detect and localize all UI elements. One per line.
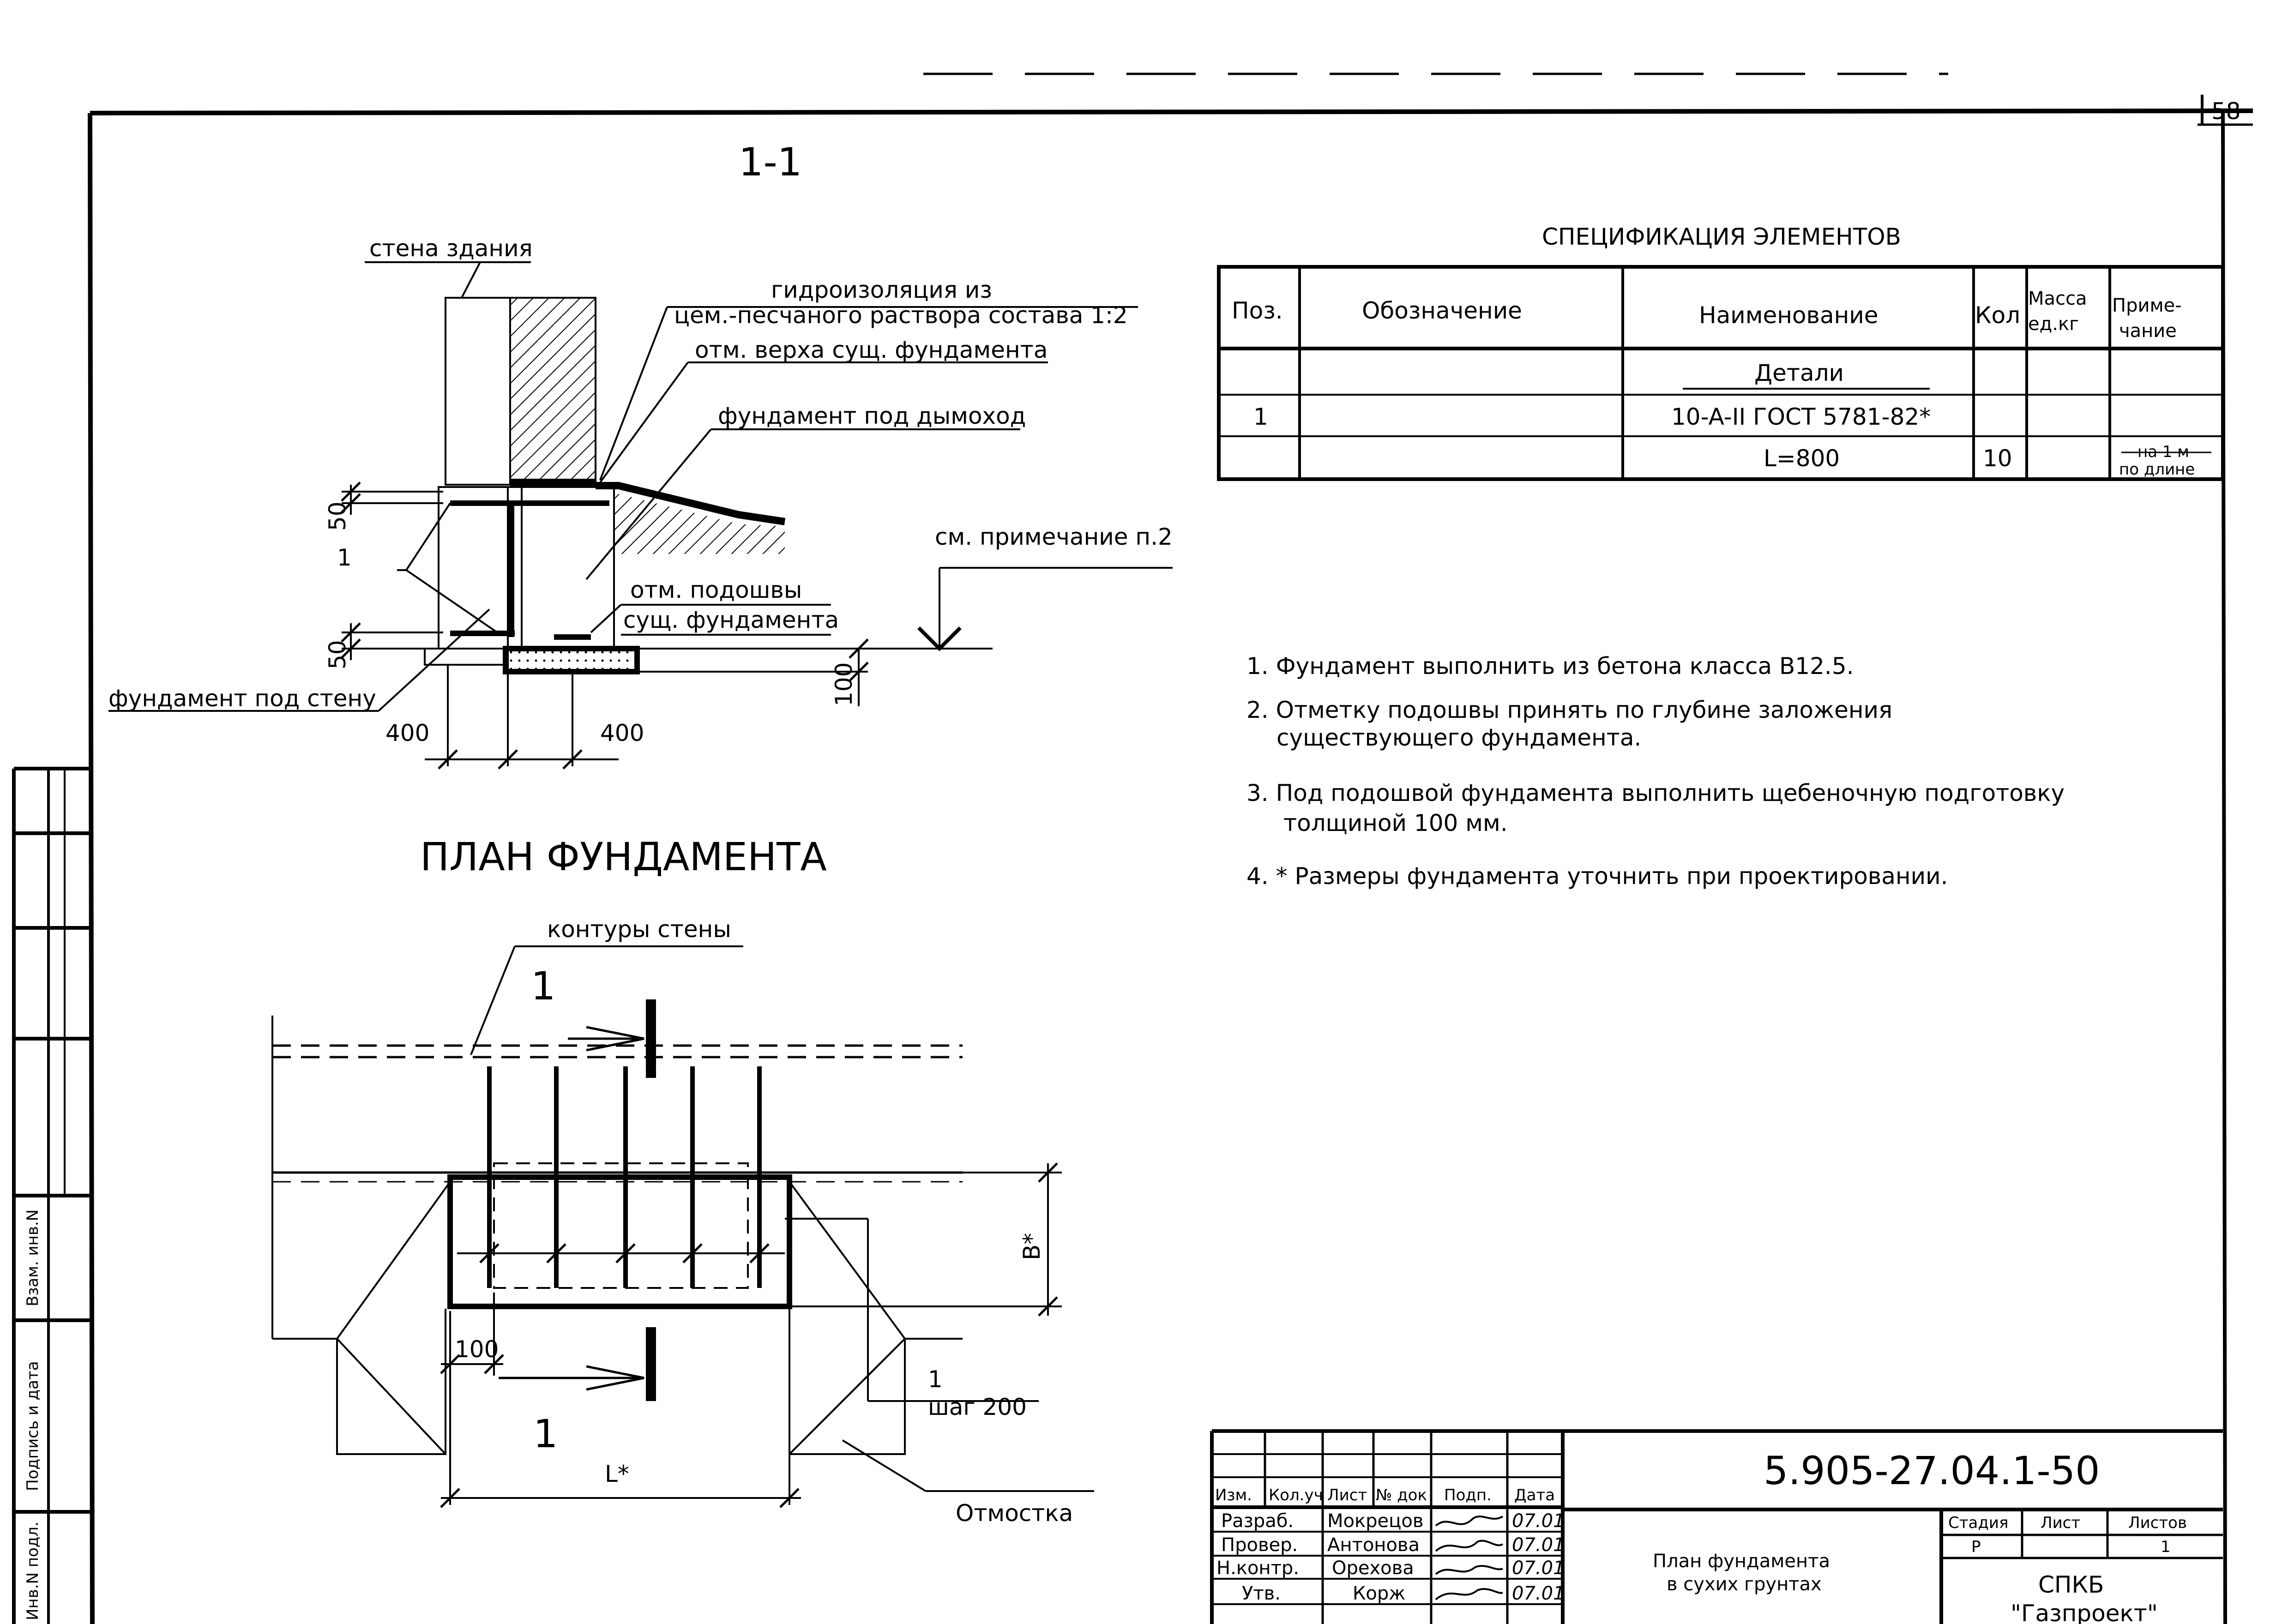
label-bar-pos: 1 — [928, 1366, 943, 1393]
tb-date-3: 07.01 — [1512, 1583, 1565, 1604]
label-sole-2: сущ. фундамента — [623, 607, 839, 633]
label-existing-top: отм. верха сущ. фундамента — [695, 337, 1048, 363]
spec-header-mass-1: Масса — [2028, 288, 2087, 309]
spec-row2-note-1: на 1 м — [2137, 443, 2189, 461]
label-see-note: см. примечание п.2 — [935, 523, 1173, 550]
label-wall-contour: контуры стены — [547, 916, 731, 943]
cut-label-bottom: 1 — [533, 1411, 558, 1456]
dim-edge: 100 — [455, 1336, 499, 1363]
note-3-line-1: 3. Под подошвой фундамента выполнить щеб… — [1246, 780, 2065, 806]
tb-role-2: Н.контр. — [1216, 1558, 1299, 1579]
sheet-frame — [88, 72, 2253, 1624]
label-waterproofing-1: гидроизоляция из — [771, 277, 992, 303]
spec-header-qty: Кол — [1975, 302, 2020, 329]
dim-top-offset: 50 — [324, 501, 351, 531]
tb-org-1: СПКБ — [2038, 1571, 2104, 1598]
side-stamp — [12, 767, 90, 1624]
spec-header-name: Наименование — [1699, 302, 1879, 329]
plan-ticks — [440, 1162, 1058, 1508]
tb-name-2: Орехова — [1332, 1558, 1414, 1579]
label-bar-step: шаг 200 — [928, 1394, 1027, 1420]
note-4: 4. * Размеры фундамента уточнить при про… — [1246, 863, 1948, 890]
tb-role-3: Утв. — [1242, 1583, 1281, 1604]
label-blind-area: Отмостка — [956, 1500, 1073, 1527]
label-building-wall: стена здания — [369, 235, 533, 262]
tb-col-list: Лист — [1327, 1486, 1367, 1504]
spec-header-mass-2: ед.кг — [2028, 313, 2079, 335]
plan-leaders — [441, 945, 1094, 1505]
note-2-line-1: 2. Отметку подошвы принять по глубине за… — [1246, 697, 1892, 723]
spec-title: СПЕЦИФИКАЦИЯ ЭЛЕМЕНТОВ — [1542, 223, 1901, 250]
section-leaders — [108, 261, 1138, 766]
tb-stage-label: Стадия — [1948, 1514, 2008, 1532]
tb-sheet-title-1: План фундамента — [1653, 1551, 1830, 1572]
plan-drawing — [271, 999, 963, 1455]
tb-org-2: "Газпроект" — [2011, 1600, 2158, 1624]
dim-left-width: 400 — [385, 720, 429, 746]
tb-name-3: Корж — [1353, 1583, 1405, 1604]
dim-gravel: 100 — [831, 662, 857, 706]
tb-col-kolуch: Кол.уч — [1269, 1486, 1323, 1504]
section-drawing — [424, 297, 1173, 674]
dim-b: B* — [1018, 1233, 1045, 1260]
spec-row2-name: L=800 — [1764, 445, 1840, 472]
note-2-line-2: существующего фундамента. — [1276, 724, 1641, 751]
tb-name-1: Антонова — [1327, 1534, 1420, 1556]
spec-row2-qty: 10 — [1983, 445, 2012, 472]
spec-row1-pos: 1 — [1253, 403, 1268, 430]
title-block-text: 5.905-27.04.1-50 Изм. Кол.уч Лист № док … — [1215, 1448, 2187, 1624]
spec-header-designation: Обозначение — [1362, 297, 1522, 324]
tb-role-1: Провер. — [1221, 1534, 1298, 1556]
tb-name-0: Мокрецов — [1327, 1510, 1423, 1532]
stamp-original-inv: Инв.N подл. — [24, 1522, 42, 1620]
spec-row2-note-2: по длине — [2119, 460, 2195, 479]
label-pos-1: 1 — [337, 544, 352, 571]
tb-sheet-label: Лист — [2041, 1514, 2080, 1532]
tb-date-2: 07.01 — [1512, 1558, 1565, 1579]
document-code: 5.905-27.04.1-50 — [1764, 1448, 2100, 1493]
tb-col-doc: № док — [1376, 1486, 1427, 1504]
plan-text: контуры стены 1 1 B* L* 100 1 шаг 200 От… — [455, 916, 1073, 1527]
stamp-signature-date: Подпись и дата — [24, 1361, 42, 1491]
dim-bottom-offset: 50 — [324, 640, 351, 669]
note-1: 1. Фундамент выполнить из бетона класса … — [1246, 653, 1854, 680]
label-sole-1: отм. подошвы — [630, 577, 802, 603]
spec-table — [1217, 265, 2225, 481]
label-waterproofing-2: цем.-песчаного раствора состава 1:2 — [674, 302, 1128, 329]
dim-l: L* — [605, 1461, 629, 1487]
stamp-replaced-inv: Взам. инв.N — [24, 1209, 42, 1306]
dim-right-width: 400 — [600, 720, 644, 746]
tb-stage-value: Р — [1971, 1538, 1981, 1556]
plan-title: ПЛАН ФУНДАМЕНТА — [420, 834, 827, 879]
section-text: стена здания гидроизоляция из цем.-песча… — [108, 235, 1173, 746]
tb-sheets-label: Листов — [2128, 1514, 2187, 1532]
section-title: 1-1 — [739, 139, 802, 185]
spec-text: Поз. Обозначение Наименование Кол Масса … — [1232, 288, 2195, 479]
spec-header-note-2: чание — [2119, 320, 2177, 342]
section-ticks — [341, 481, 869, 770]
tb-date-1: 07.01 — [1512, 1534, 1565, 1556]
note-3-line-2: толщиной 100 мм. — [1283, 810, 1508, 836]
spec-row0-name: Детали — [1754, 360, 1844, 386]
tb-sheets-value: 1 — [2161, 1538, 2171, 1556]
spec-row1-name: 10-A-II ГОСТ 5781-82* — [1671, 403, 1931, 430]
title-block — [1210, 1429, 2223, 1624]
tb-col-date: Дата — [1514, 1486, 1555, 1504]
label-wall-foundation: фундамент под стену — [108, 685, 376, 712]
cut-label-top: 1 — [531, 963, 555, 1009]
tb-date-0: 07.01 — [1512, 1510, 1565, 1532]
tb-sheet-title-2: в сухих грунтах — [1667, 1574, 1822, 1595]
tb-col-sign: Подп. — [1444, 1486, 1492, 1504]
label-chimney-foundation: фундамент под дымоход — [718, 403, 1026, 429]
tb-col-izm: Изм. — [1215, 1486, 1252, 1504]
sheet-number: 58 — [2211, 98, 2241, 125]
spec-header-note-1: Приме- — [2112, 295, 2182, 316]
notes: 1. Фундамент выполнить из бетона класса … — [1246, 653, 2065, 890]
spec-header-pos: Поз. — [1232, 297, 1283, 324]
tb-role-0: Разраб. — [1221, 1510, 1294, 1532]
